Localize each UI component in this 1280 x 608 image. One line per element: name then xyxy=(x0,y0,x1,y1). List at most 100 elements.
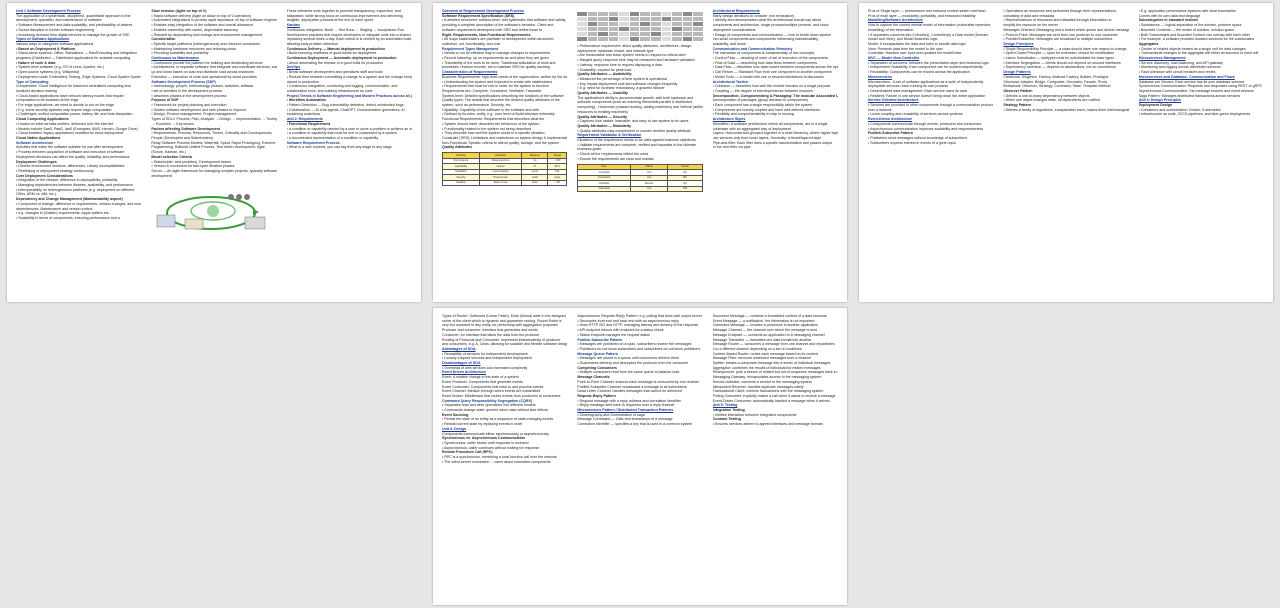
text-line: ▪ describes phases in the development pr… xyxy=(151,93,227,98)
text-line: • Choreography and Orchestration of saga xyxy=(577,412,645,417)
text-line: collaboration tools, and building infras… xyxy=(286,88,373,93)
section-heading: Requirement Validation & Verification xyxy=(577,133,642,138)
matrix-cell xyxy=(577,22,587,26)
text-line: • Defines a family of algorithms, encaps… xyxy=(1003,107,1129,112)
text-line: ▪ For edge applications, we need to deci… xyxy=(16,103,114,108)
text-line: Synchronous Communication: Requests and … xyxy=(1138,84,1263,89)
table-cell: > 80 xyxy=(547,179,568,187)
subheading-line: Event Sourcing xyxy=(442,412,469,417)
matrix-cell xyxy=(672,32,682,36)
text-line: • Subscribers express interest in events… xyxy=(868,140,957,145)
matrix-cell xyxy=(661,22,672,26)
section-heading: Command Query Responsibility Segregation… xyxy=(442,398,533,403)
section-heading: Unit 3: Design xyxy=(442,426,467,431)
text-line: over a network xyxy=(868,107,892,112)
text-line: ▪ Deployment mode: Embedded, Testing, Ed… xyxy=(16,74,142,79)
text-line: • Continuous provide the platform for bu… xyxy=(151,60,263,65)
text-line: • Diverse environment versions, differen… xyxy=(16,164,125,169)
subheading-line: • Based on Deployment & Platform xyxy=(16,46,76,51)
text-line: Behavioral: Observer, Strategy, Command,… xyxy=(1003,84,1111,89)
text-line: allowing early problem detection xyxy=(286,41,338,46)
text-line: • Key impact deployment cost and softwar… xyxy=(577,81,678,86)
text-line: • Loosely coupled services and independe… xyxy=(442,356,532,361)
text-line: • Identify and decomposition what the ar… xyxy=(712,18,821,23)
section-heading: Characteristics of Requirements xyxy=(442,70,498,75)
text-line: ▪ E.g. some security systems may require… xyxy=(16,107,112,112)
text-line: • Interface Segregation — clients should… xyxy=(1003,60,1121,65)
text-line: • Reputed by dependency and change and e… xyxy=(151,32,263,37)
text-line: dependencies, Maintenance and version co… xyxy=(16,206,93,211)
matrix-cell xyxy=(598,27,608,31)
text-line: computing) - Horizontal (outward scaling… xyxy=(577,105,703,110)
matrix-cell xyxy=(577,12,587,16)
matrix-cell xyxy=(608,37,619,41)
section-heading: Microservices Pattern / Distributed Tran… xyxy=(577,408,674,413)
text-line: • Challenges: unified computation power,… xyxy=(16,112,133,117)
text-line: Types of SDLC Process: Plan, Analysis → … xyxy=(151,117,277,122)
text-line: computation to be localized at the edge xyxy=(16,98,79,103)
text-line: • Uses HTTP 202 and HTTP, managing laten… xyxy=(577,323,699,328)
text-line: • Collaboration — AI chat agents, ChatGP… xyxy=(286,107,405,112)
section-heading: Design Principles xyxy=(1003,41,1034,46)
text-line: • Models include SaaS, PaaS, IaaS (Examp… xyxy=(16,126,138,131)
table-cell: PM xyxy=(667,185,703,193)
text-line: Complexities: Cloud intelligence for bal… xyxy=(16,84,131,89)
matrix-cell xyxy=(577,32,587,36)
text-line: deployment, hardware choice, and network… xyxy=(577,48,654,53)
page-3-column-3: • E.g. application performance systems w… xyxy=(1139,9,1264,296)
text-line: • Commands change state; queries return … xyxy=(442,408,548,413)
subheading-line: Request-Reply Pattern xyxy=(577,393,616,398)
matrix-cell xyxy=(619,37,629,41)
subheading-line: Remote Procedure Call (RPC) xyxy=(442,450,493,455)
subheading-line: Consideration xyxy=(151,37,176,42)
text-line: Pros of Single layer — performance and r… xyxy=(868,9,986,13)
text-line: Messaging Gateway: encapsulates access t… xyxy=(712,375,822,380)
matrix-cell xyxy=(672,12,682,16)
matrix-cell xyxy=(608,22,619,26)
text-line: Splitter: breaks a composite message int… xyxy=(712,361,831,366)
text-line: • They describe how well the system work… xyxy=(442,131,545,136)
text-line: • Ensures services adhere to agreed inte… xyxy=(712,422,823,427)
text-line: • Single Responsibility Principle — a cl… xyxy=(1003,46,1127,51)
text-line: • Loose coupling and reusability of serv… xyxy=(868,112,963,117)
subheading-line: Core Deployment Considerations xyxy=(16,173,73,178)
matrix-cell xyxy=(608,12,619,16)
text-line: adaptation, while strong focus on contin… xyxy=(286,13,403,18)
text-line: • Software Measurement and data scalabil… xyxy=(16,23,133,28)
matrix-cell xyxy=(640,37,651,41)
matrix-cell xyxy=(682,32,693,36)
subheading-line: Quality Attributes — Security xyxy=(577,114,628,119)
text-line: • Each component has a single responsibi… xyxy=(712,103,813,108)
section-heading: Unit 1 Software Development Process xyxy=(16,9,81,13)
text-line: consisting of data and metadata xyxy=(1003,13,1055,18)
text-line: • Design of components and communication… xyxy=(712,32,831,37)
text-line: ▪ e.g. changes in (Golden) requirements,… xyxy=(16,211,110,216)
text-line: scalability, and reuse. xyxy=(712,41,747,46)
subheading-line: Quality Attributes xyxy=(442,145,473,150)
subheading-line: Publish-Subscribe Pattern xyxy=(868,131,913,136)
matrix-cell xyxy=(598,12,608,16)
text-line: • Performance requirement: allied qualit… xyxy=(577,44,693,48)
text-line: ▪ a condition or capability that must be… xyxy=(286,131,397,136)
text-line: Various ways to categorize software appl… xyxy=(16,41,94,46)
text-line: programs (Distributed — Distributed appl… xyxy=(16,56,131,61)
text-line: • Dependency Inversion — depend on abstr… xyxy=(1003,65,1116,70)
text-line: Asynchronous Communication: Via message … xyxy=(1138,88,1254,93)
text-line: Activities that make the software suitab… xyxy=(16,145,123,150)
text-line: • Fault tolerance with circuit breakers … xyxy=(1138,70,1216,75)
matrix-cell xyxy=(629,22,640,26)
text-line: • Asynchronous: caller continues without… xyxy=(442,445,540,450)
text-line: system, such as performance, Security, e… xyxy=(442,103,512,108)
text-line: ▪ Ensure the requirements are clear and … xyxy=(577,156,655,161)
text-line: Event Consumer: Components that react to… xyxy=(442,384,544,389)
text-line: • It separates concerns into 3 Model(s),… xyxy=(868,32,989,37)
text-line: • Messages are stored in a queue until c… xyxy=(577,356,680,361)
subheading-line: Purpose of SDP xyxy=(151,98,179,103)
text-line: • Guarantees delivery and decouples the … xyxy=(577,361,689,366)
text-line: Consumer: An interface that takes the da… xyxy=(442,332,540,337)
matrix-cell xyxy=(587,22,598,26)
subheading-line: Continuous Delivery — Manual deployment … xyxy=(286,46,385,51)
section-heading: Overview of Requirement Development Proc… xyxy=(442,9,524,13)
